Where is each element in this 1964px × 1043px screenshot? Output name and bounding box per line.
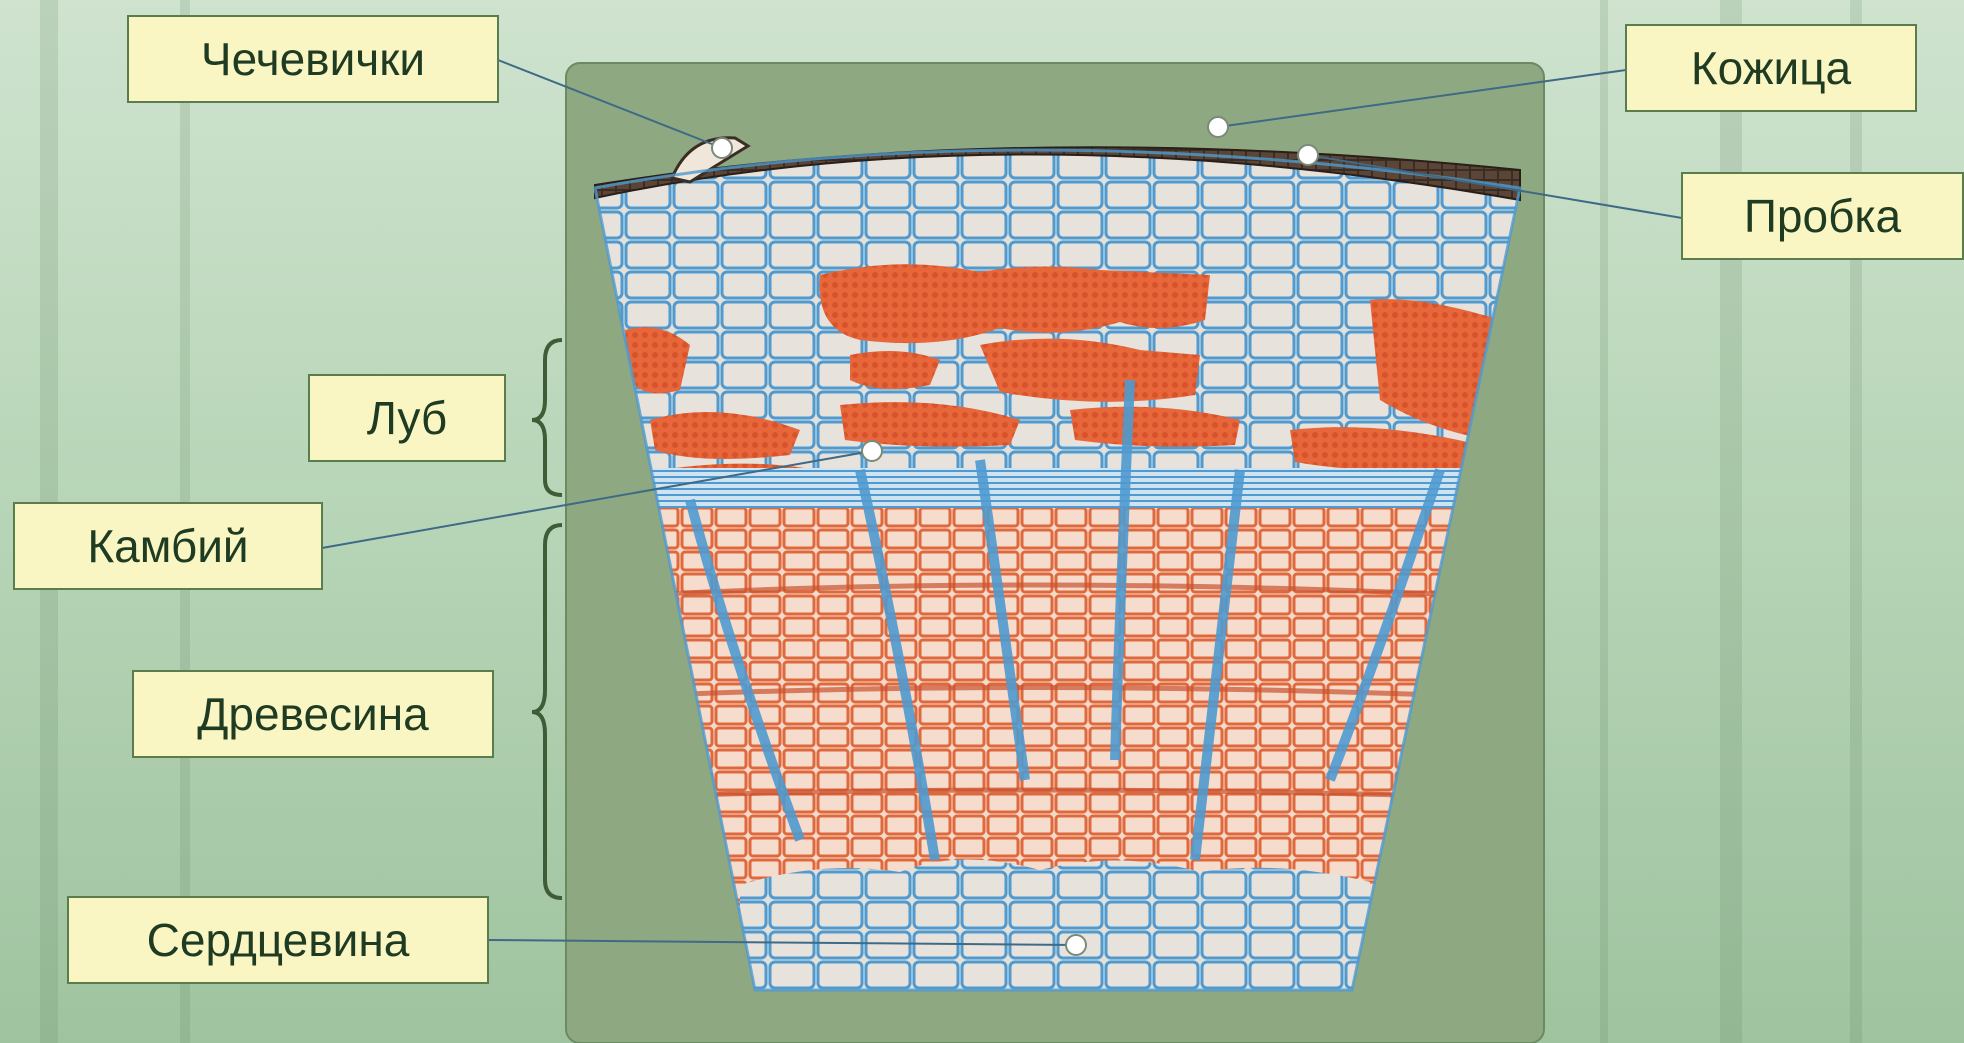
label-lenticels: Чечевички [127, 15, 499, 103]
label-cambium: Камбий [13, 502, 323, 590]
marker-lenticels [712, 138, 732, 158]
label-pith: Сердцевина [67, 896, 489, 984]
marker-cambium [862, 441, 882, 461]
marker-skin [1208, 117, 1228, 137]
marker-cork [1298, 145, 1318, 165]
marker-pith [1066, 935, 1086, 955]
pith-region [740, 859, 1370, 1000]
label-bast: Луб [308, 374, 506, 462]
label-wood: Древесина [132, 670, 494, 758]
label-cork: Пробка [1681, 172, 1964, 260]
wood-bracket [532, 525, 562, 898]
label-skin: Кожица [1625, 24, 1917, 112]
bast-bracket [532, 340, 562, 495]
cambium-band [560, 468, 1560, 508]
